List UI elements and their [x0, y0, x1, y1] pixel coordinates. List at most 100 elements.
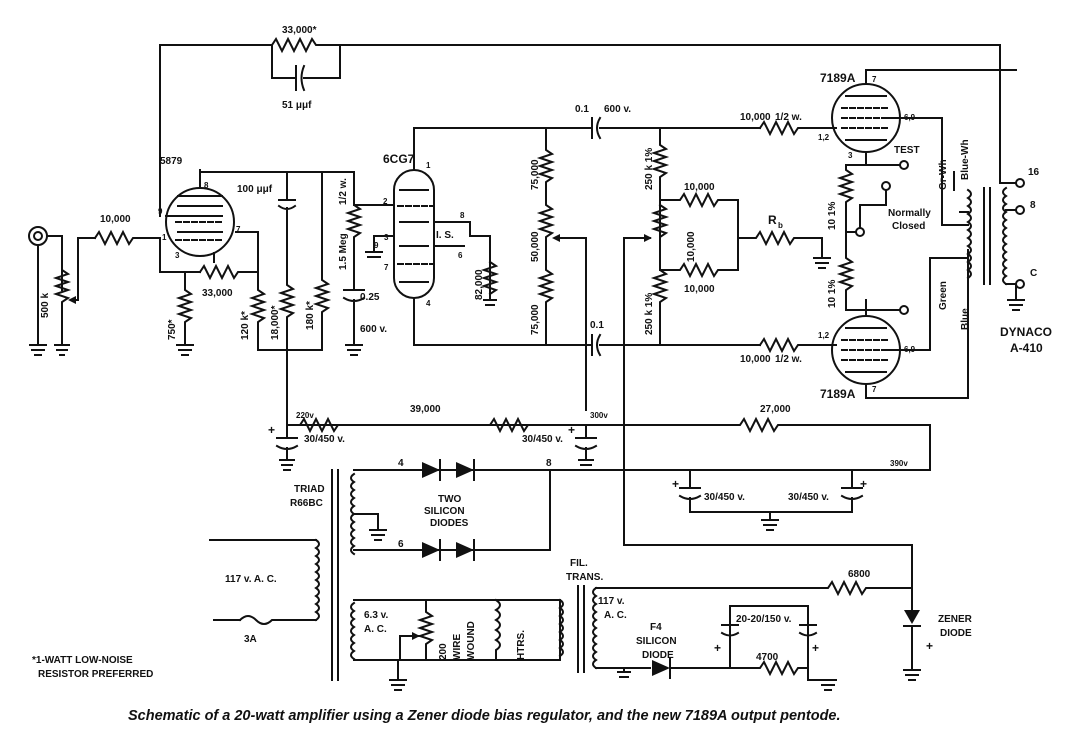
svg-text:16: 16: [1028, 167, 1040, 178]
svg-text:8: 8: [1030, 200, 1036, 211]
svg-text:6800: 6800: [848, 569, 871, 580]
svg-text:200: 200: [438, 643, 449, 660]
svg-text:0.1: 0.1: [590, 320, 604, 331]
svg-text:10,000: 10,000: [740, 354, 771, 365]
svg-text:6: 6: [458, 251, 463, 260]
svg-text:+: +: [860, 477, 867, 491]
svg-text:2: 2: [383, 197, 388, 206]
svg-text:39,000: 39,000: [410, 404, 441, 415]
svg-text:82,000: 82,000: [474, 269, 485, 300]
filter-caps: 30/450 v. 30/450 v. + +: [672, 469, 867, 531]
svg-text:50,000: 50,000: [530, 231, 541, 262]
svg-text:4: 4: [426, 299, 431, 308]
svg-text:7: 7: [236, 225, 241, 234]
svg-text:+: +: [812, 641, 819, 655]
svg-text:SILICON: SILICON: [424, 506, 465, 517]
svg-text:Gr-Wh: Gr-Wh: [938, 159, 949, 190]
svg-text:+: +: [268, 423, 275, 437]
svg-text:Blue: Blue: [960, 308, 971, 330]
svg-text:10,000: 10,000: [686, 231, 697, 262]
svg-text:Blue-Wh: Blue-Wh: [960, 139, 971, 180]
svg-text:0.1: 0.1: [575, 104, 589, 115]
svg-text:30/450 v.: 30/450 v.: [304, 434, 345, 445]
svg-text:7: 7: [384, 263, 389, 272]
svg-text:+: +: [568, 423, 575, 437]
svg-text:FIL.: FIL.: [570, 558, 588, 569]
svg-text:18,000*: 18,000*: [270, 305, 281, 340]
power-transformer: TRIAD R66BC 117 v. A. C. 3A 4 6 8 TWO SI…: [209, 458, 552, 681]
svg-text:C: C: [1030, 268, 1037, 279]
svg-text:51 μμf: 51 μμf: [282, 100, 312, 111]
svg-text:7: 7: [872, 385, 877, 394]
svg-text:10 1%: 10 1%: [827, 280, 838, 308]
balance-chain: 75,000 50,000 75,000: [530, 127, 587, 411]
cathode-test-network: 10 1% 10 1% TEST Normally Closed: [827, 145, 931, 315]
svg-text:1.5 Meg: 1.5 Meg: [338, 233, 349, 270]
svg-text:*1-WATT LOW-NOISE: *1-WATT LOW-NOISE: [32, 655, 133, 666]
svg-text:WOUND: WOUND: [466, 621, 477, 660]
svg-text:250 k 1%: 250 k 1%: [644, 293, 655, 335]
bias-network: 250 k 1% 250 k 1% 10,000 10,000 10,000 R…: [623, 127, 831, 546]
svg-text:8: 8: [546, 458, 552, 469]
svg-text:DIODE: DIODE: [642, 650, 674, 661]
heater-circuit: 6.3 v. A. C. 200 WIRE WOUND HTRS.: [353, 598, 561, 691]
rectifier-diodes: 390v: [409, 459, 931, 561]
f4-silicon-diode: F4 SILICON DIODE 20-20/150 v. 4700 + +: [595, 605, 837, 691]
svg-text:30/450 v.: 30/450 v.: [704, 492, 745, 503]
svg-text:30/450 v.: 30/450 v.: [522, 434, 563, 445]
tube-5879: 5879 8 9 1 3 7: [158, 156, 241, 263]
svg-text:750*: 750*: [167, 319, 178, 340]
svg-text:390v: 390v: [890, 459, 908, 468]
svg-text:0.25: 0.25: [360, 292, 380, 303]
svg-text:100 μμf: 100 μμf: [237, 184, 273, 195]
svg-text:6.3 v.: 6.3 v.: [364, 610, 388, 621]
svg-text:A-410: A-410: [1010, 341, 1043, 355]
divider-resistors: 120 k* 18,000* 180 k* 100 μμf: [199, 171, 355, 411]
output-transformer: 16 8 C DYNACO A-410 Gr-Wh Blue-Wh Green …: [887, 117, 1052, 355]
svg-text:TRIAD: TRIAD: [294, 484, 325, 495]
svg-text:180 k*: 180 k*: [305, 301, 316, 330]
svg-text:TWO: TWO: [438, 494, 462, 505]
svg-text:4: 4: [398, 458, 404, 469]
svg-text:TEST: TEST: [894, 145, 920, 156]
svg-text:8: 8: [460, 211, 465, 220]
coupling-cap-bottom: 0.1: [590, 320, 761, 357]
svg-text:20-20/150 v.: 20-20/150 v.: [736, 614, 792, 625]
svg-text:27,000: 27,000: [760, 404, 791, 415]
svg-text:3: 3: [848, 151, 853, 160]
tube-7189a-bottom: 7189A 1,2 6,9 7: [818, 249, 969, 401]
svg-text:30/450 v.: 30/450 v.: [788, 492, 829, 503]
svg-text:+: +: [714, 641, 721, 655]
svg-text:DYNACO: DYNACO: [1000, 325, 1052, 339]
svg-text:3: 3: [384, 233, 389, 242]
svg-text:+: +: [672, 477, 679, 491]
svg-text:HTRS.: HTRS.: [516, 630, 527, 660]
svg-text:RESISTOR PREFERRED: RESISTOR PREFERRED: [38, 669, 153, 680]
svg-text:1/2 w.: 1/2 w.: [775, 354, 802, 365]
cathode-resistor-82k: 82,000: [474, 260, 500, 300]
svg-text:WIRE: WIRE: [452, 634, 463, 660]
svg-text:8: 8: [204, 181, 209, 190]
svg-text:6: 6: [398, 539, 404, 550]
svg-text:3A: 3A: [244, 634, 257, 645]
b-plus-rail: 220v 300v 39,000 27,000 30/450 v. 30/450…: [268, 404, 931, 471]
svg-text:220v: 220v: [296, 411, 314, 420]
svg-text:Closed: Closed: [892, 221, 925, 232]
svg-text:120 k*: 120 k*: [240, 311, 251, 340]
feedback-network: 33,000* 51 μμf: [270, 25, 1017, 184]
svg-text:F4: F4: [650, 622, 662, 633]
cathode-resistor-750: 750*: [167, 271, 195, 356]
svg-text:300v: 300v: [590, 411, 608, 420]
svg-text:7189A: 7189A: [820, 71, 856, 85]
svg-text:Normally: Normally: [888, 208, 931, 219]
input-jack: [28, 226, 63, 356]
svg-text:117 v. A. C.: 117 v. A. C.: [225, 574, 277, 585]
svg-text:33,000: 33,000: [202, 288, 233, 299]
svg-text:R: R: [768, 213, 777, 227]
svg-text:6CG7: 6CG7: [383, 152, 415, 166]
vol-label: 500 k: [40, 293, 51, 318]
svg-text:9: 9: [374, 241, 379, 250]
grid-stoppers: 10,000 1/2 w. 10,000 1/2 w.: [740, 112, 837, 365]
svg-text:10,000: 10,000: [684, 284, 715, 295]
